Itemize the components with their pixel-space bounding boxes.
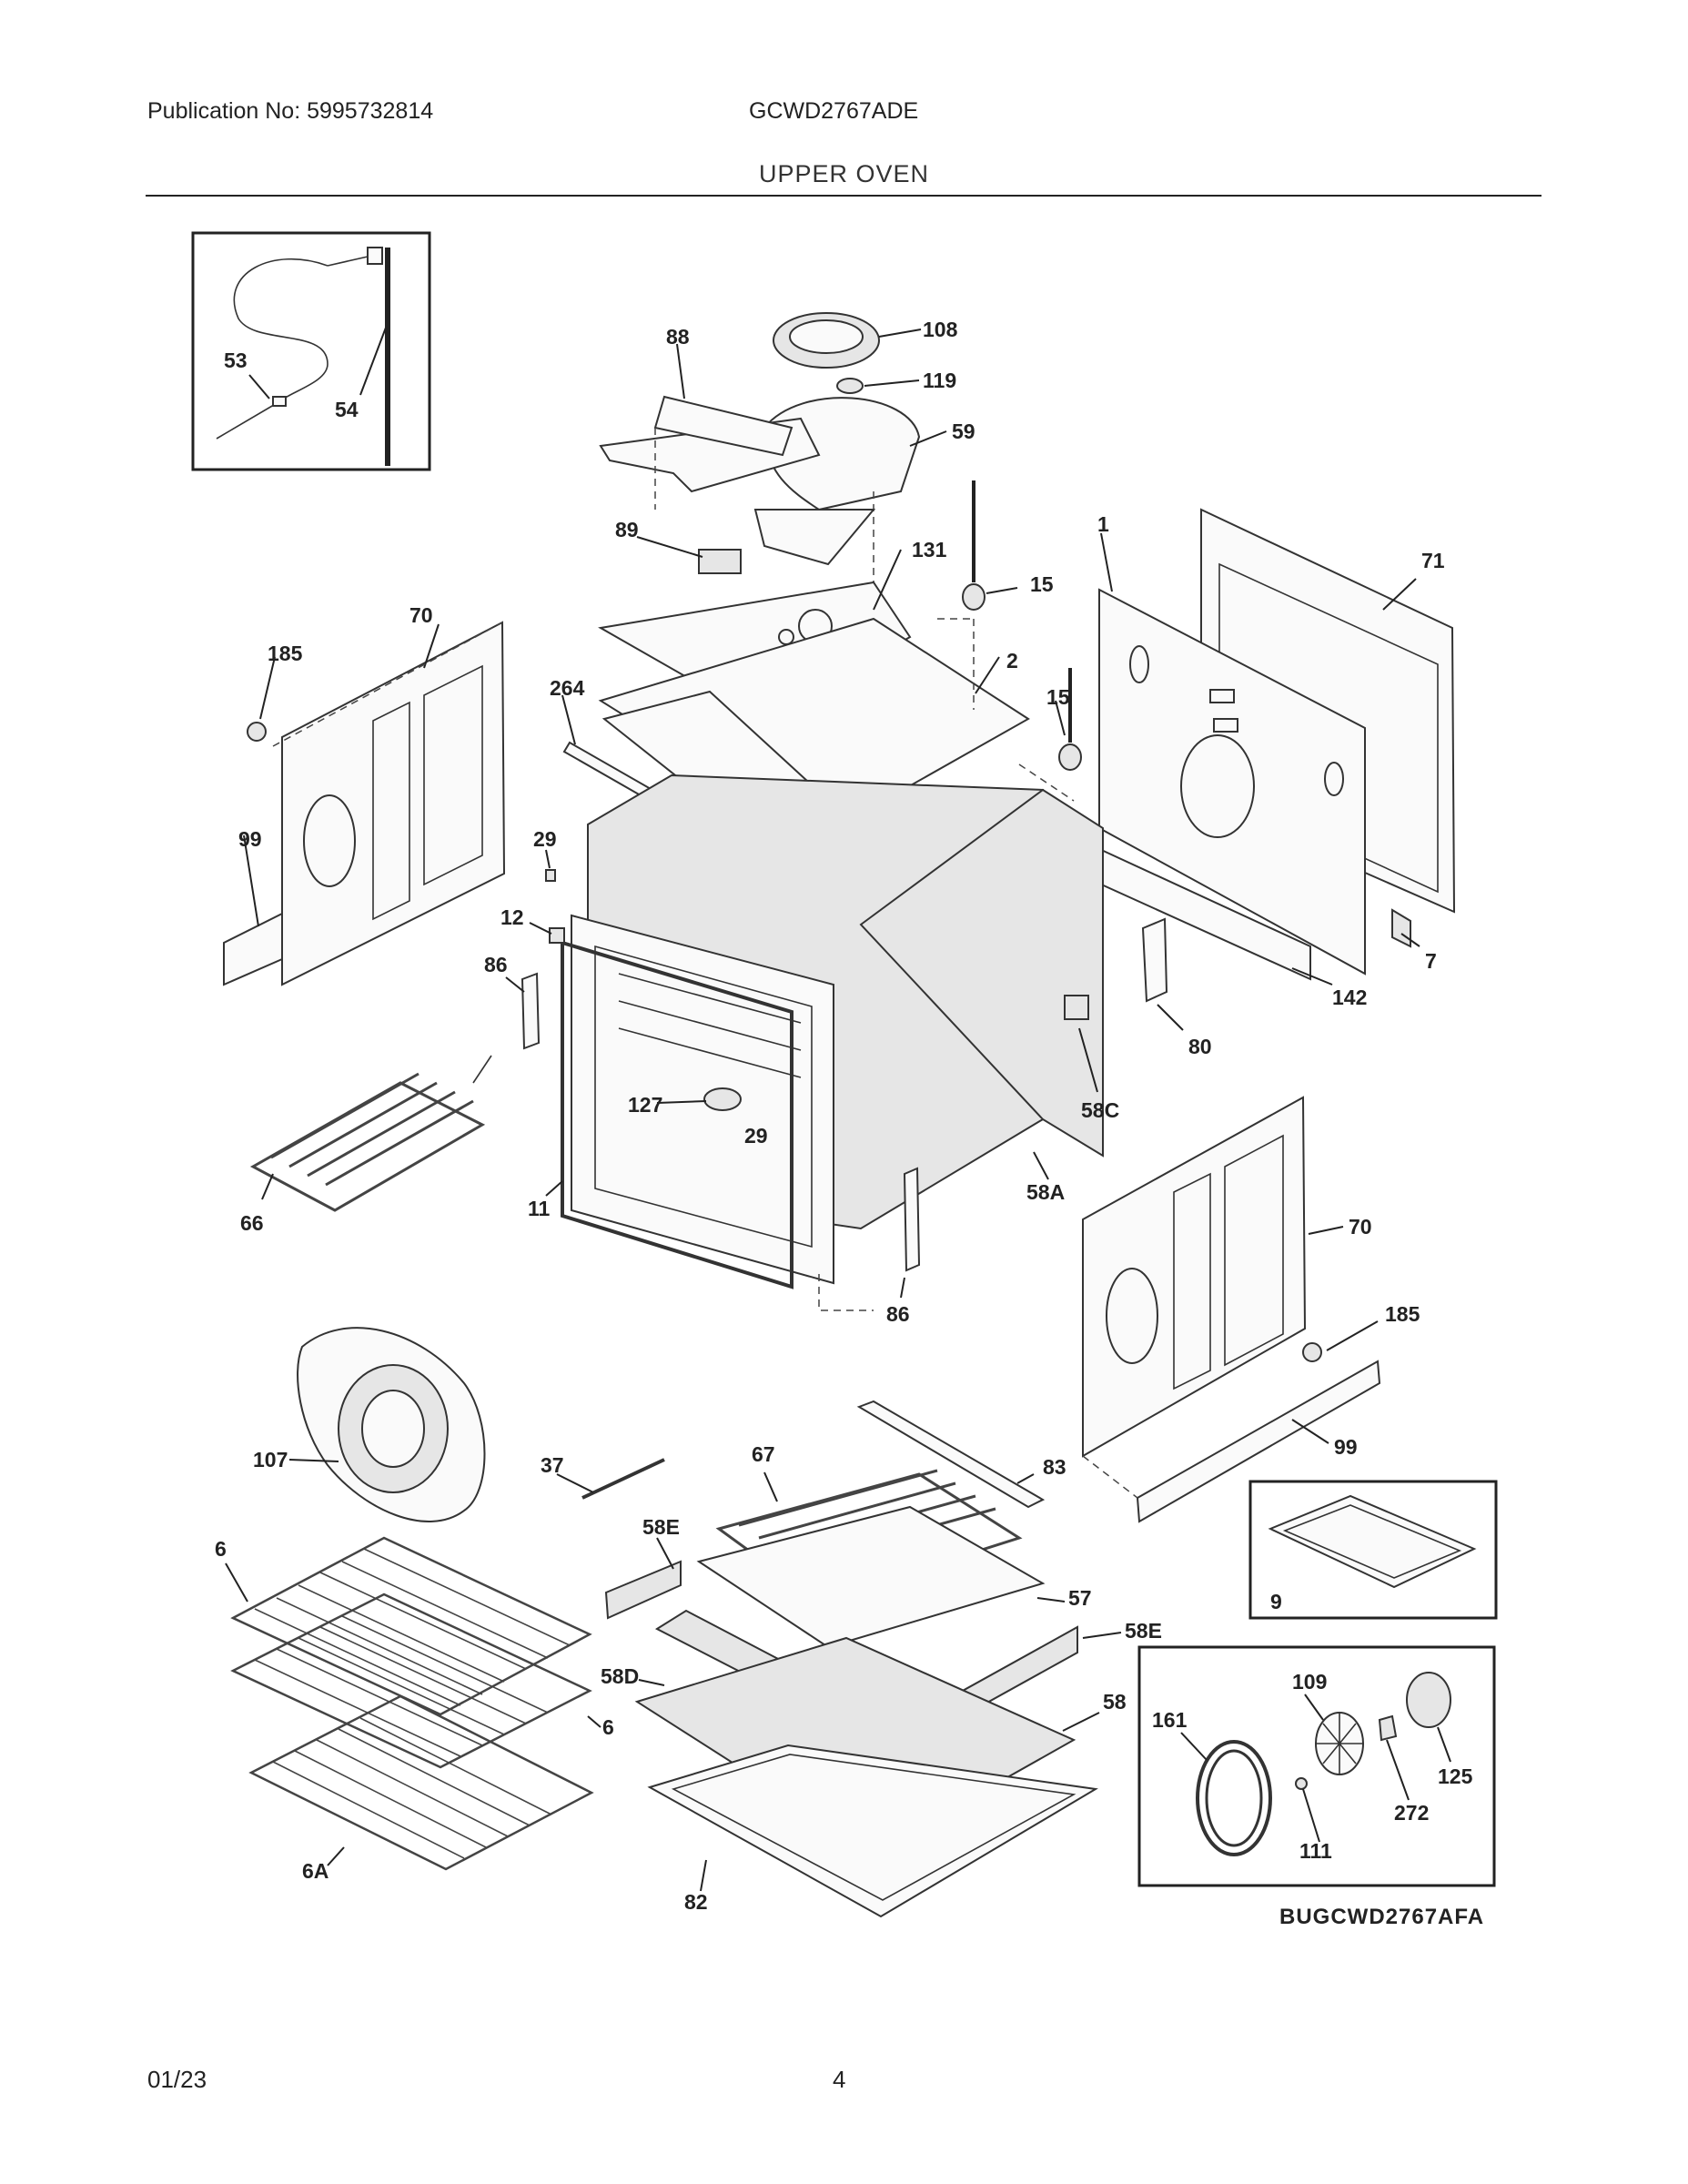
callout-58A: 58A: [1026, 1180, 1065, 1204]
callout-67: 67: [752, 1442, 775, 1466]
callout-71: 71: [1421, 549, 1445, 572]
callout-142: 142: [1332, 986, 1367, 1009]
callout-89: 89: [615, 518, 639, 541]
callout-264: 264: [550, 676, 585, 700]
callout-59: 59: [952, 420, 975, 443]
drip-pan-inset: [1248, 1480, 1498, 1620]
callout-58C: 58C: [1081, 1098, 1119, 1122]
callout-1: 1: [1097, 512, 1109, 536]
baffle-107: [288, 1327, 486, 1522]
callout-70a: 70: [409, 603, 433, 627]
callout-86a: 86: [484, 953, 508, 976]
left-side-panel: [223, 621, 506, 986]
part-37: [556, 1458, 665, 1500]
probe-inset: [191, 231, 431, 471]
gasket-11: [545, 940, 793, 1289]
callout-108: 108: [923, 318, 958, 341]
callout-53: 53: [224, 349, 248, 372]
bottom-tray-82: [647, 1744, 1098, 1918]
page-number: 4: [833, 2066, 846, 2093]
callout-99b: 99: [1334, 1435, 1358, 1459]
publication-number: Publication No: 5995732814: [147, 98, 434, 124]
callout-185b: 185: [1385, 1302, 1420, 1326]
oven-racks: [225, 1536, 601, 1871]
callout-6A: 6A: [302, 1859, 329, 1883]
callout-29a: 29: [533, 827, 557, 851]
callout-119: 119: [923, 369, 956, 392]
callout-272: 272: [1394, 1801, 1429, 1825]
callout-labels: 53 54 88 108 119 59 89 131 15 15 1 71 2 …: [215, 318, 1484, 1929]
callout-127: 127: [628, 1093, 662, 1117]
callout-185a: 185: [268, 642, 303, 665]
callout-111: 111: [1299, 1839, 1332, 1863]
callout-29b: 29: [744, 1124, 768, 1148]
callout-70b: 70: [1349, 1215, 1372, 1239]
callout-57: 57: [1068, 1586, 1092, 1610]
convection-fan-inset: [1137, 1645, 1496, 1887]
callout-58E-b: 58E: [1125, 1619, 1162, 1643]
bracket-80: [1141, 917, 1184, 1031]
header-divider: [146, 195, 1541, 197]
callout-12: 12: [500, 905, 524, 929]
top-fan-assembly: [599, 312, 947, 582]
diagram-code: BUGCWD2767AFA: [1279, 1905, 1484, 1929]
callout-58E-a: 58E: [642, 1515, 680, 1539]
callout-6a: 6: [215, 1537, 227, 1561]
callout-54: 54: [335, 398, 359, 421]
callout-107: 107: [253, 1448, 288, 1471]
callout-161: 161: [1152, 1708, 1188, 1732]
callout-80: 80: [1188, 1035, 1212, 1058]
callout-99a: 99: [238, 827, 262, 851]
callout-15b: 15: [1046, 685, 1070, 709]
bake-element-assembly: [696, 1400, 1066, 1649]
callout-125: 125: [1438, 1764, 1473, 1788]
callout-82: 82: [684, 1890, 708, 1914]
sensors-15: [937, 480, 1082, 802]
model-number: GCWD2767ADE: [749, 98, 919, 124]
callout-83: 83: [1043, 1455, 1066, 1479]
callout-58D: 58D: [601, 1664, 639, 1688]
broil-element-66: [249, 1055, 492, 1212]
oven-cavity: [571, 774, 1104, 1311]
callout-131: 131: [912, 538, 947, 561]
right-side-panel: [1082, 1096, 1381, 1523]
callout-2: 2: [1006, 649, 1018, 672]
callout-66: 66: [240, 1211, 264, 1235]
section-title: UPPER OVEN: [758, 160, 930, 187]
footer-date: 01/23: [147, 2066, 207, 2093]
callout-88: 88: [666, 325, 690, 349]
part-89: [636, 536, 742, 574]
callout-7: 7: [1425, 949, 1437, 973]
callout-109: 109: [1292, 1670, 1327, 1694]
callout-9: 9: [1270, 1590, 1282, 1613]
callout-11: 11: [528, 1197, 551, 1220]
callout-6b: 6: [602, 1715, 614, 1739]
callout-58: 58: [1103, 1690, 1127, 1714]
left-small-parts: [505, 849, 921, 1299]
callout-86b: 86: [886, 1302, 910, 1326]
callout-37: 37: [541, 1453, 564, 1477]
rear-panels: [1097, 508, 1456, 986]
callout-15a: 15: [1030, 572, 1054, 596]
